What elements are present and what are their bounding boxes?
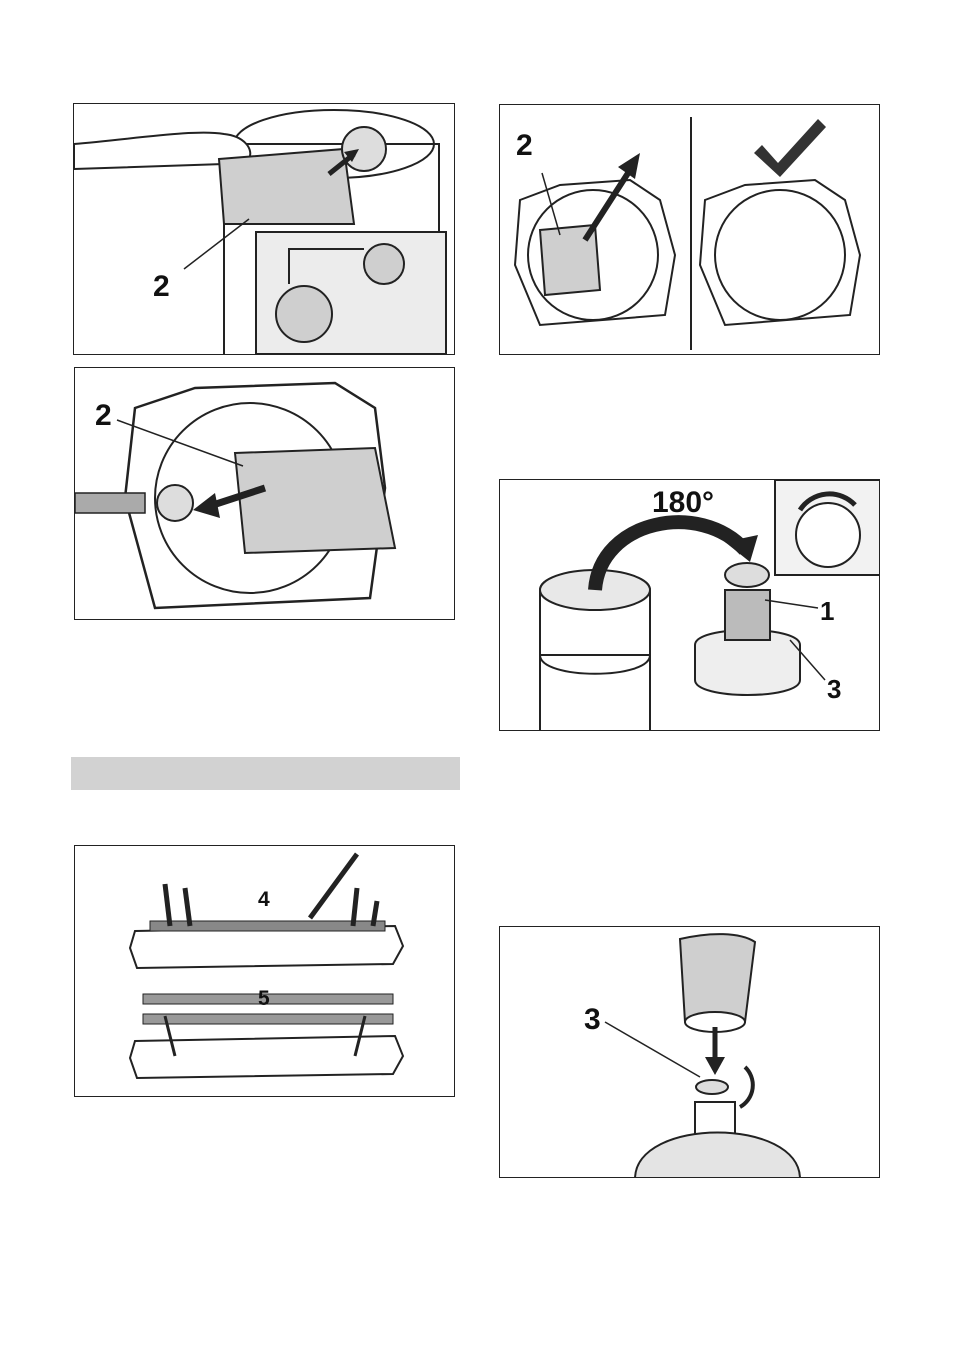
callout-number: 2: [516, 131, 533, 161]
brush-strips-illustration: [75, 846, 455, 1097]
figure-filter-rotate: 180° 1 3: [499, 479, 880, 731]
figure-brush-strips: 4 5: [74, 845, 455, 1097]
filter-mount-illustration: [500, 927, 880, 1178]
figure-bag-check: 2: [499, 104, 880, 355]
bag-insert-illustration: [74, 104, 455, 355]
callout-number: 4: [258, 889, 270, 910]
callout-number: 1: [820, 598, 834, 624]
arrow-icon: [165, 884, 170, 926]
callout-number: 5: [258, 988, 270, 1009]
figure-bag-insert: 2: [73, 103, 455, 355]
callout-number: 3: [584, 1005, 601, 1035]
arrow-icon: [585, 170, 630, 240]
figure-filter-mount: 3: [499, 926, 880, 1178]
filter-bag-shape: [235, 448, 395, 553]
rotation-angle-label: 180°: [652, 488, 714, 518]
rotate-arrow-icon: [740, 1067, 753, 1107]
section-heading-bar: [71, 757, 460, 790]
checkmark-icon: [754, 119, 826, 177]
figure-bag-remove: 2: [74, 367, 455, 620]
bag-remove-illustration: [75, 368, 455, 620]
callout-number: 3: [827, 676, 841, 702]
bag-check-illustration: [500, 105, 880, 355]
callout-number: 2: [153, 272, 170, 302]
callout-number: 2: [95, 401, 112, 431]
filter-bag-shape: [219, 149, 354, 224]
hose-shape: [75, 493, 145, 513]
brush-strip: [143, 1014, 393, 1024]
screwdriver-icon: [310, 854, 357, 918]
